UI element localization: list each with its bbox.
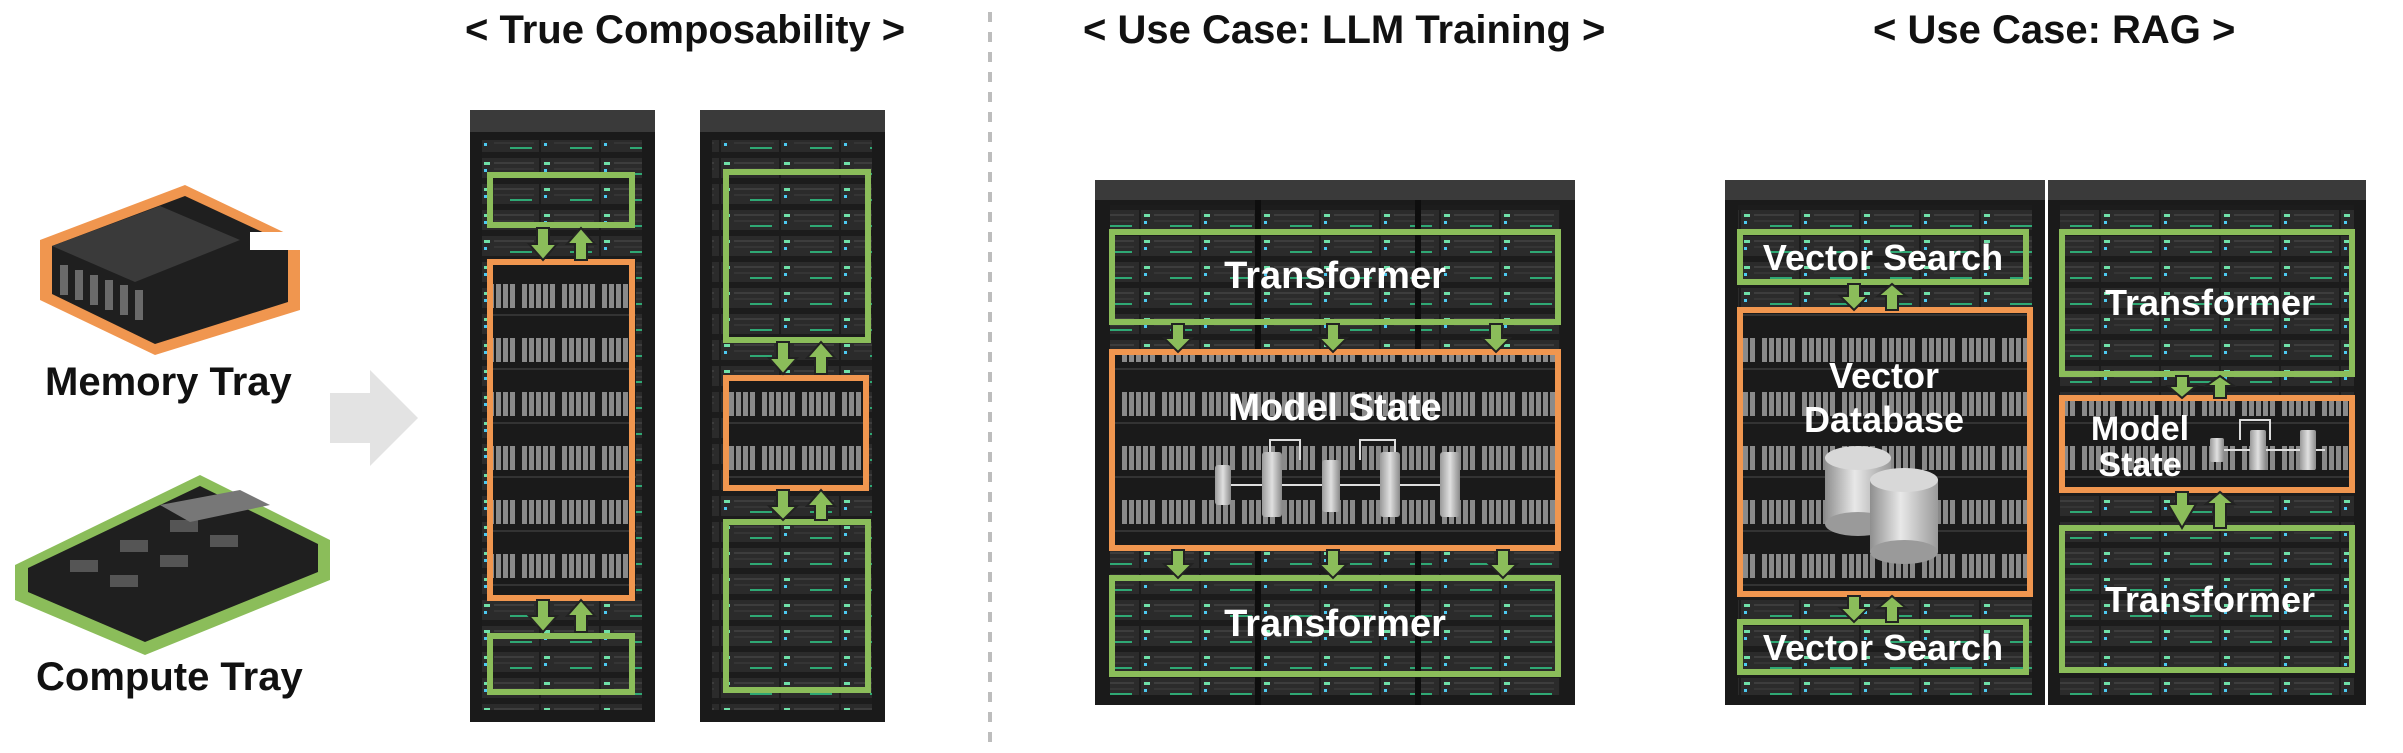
rag-transformer-bottom-box [2059,525,2355,673]
database-icon [1825,446,1938,564]
rag-bidir-arrows [1837,282,2238,624]
rag-model-state-label-line2: State [2098,446,2181,484]
memory-tray-icon [40,185,300,355]
rack2-compute-top [723,169,871,343]
llm-transformer-bottom-box [1109,575,1561,677]
rag-model-state-label-line1: Model [2091,410,2189,448]
rack1-compute-top [487,172,635,228]
rack2-memory [723,375,869,491]
llm-model-state-box [1109,349,1561,551]
header-true-composability: < True Composability > [465,8,906,52]
compute-tray-icon [15,475,330,655]
llm-model-state-label: Model State [1228,387,1441,429]
right-arrow [330,370,418,466]
rack2-compute-bottom [723,519,871,693]
rag-transformer-bottom-label: Transformer [2105,579,2315,620]
rag-model-state-network-icon [2210,419,2325,470]
llm-rack-group [1095,180,1575,705]
llm-transformer-bottom-label: Transformer [1224,603,1446,645]
rag-transformer-top-box [2059,229,2355,377]
rag-vector-db-label-line2: Database [1804,399,1964,440]
rag-vector-search-bottom-label: Vector Search [1763,627,2003,668]
bidir-arrows-composability [526,226,838,634]
rack1-memory [487,259,635,601]
rag-model-state-box [2059,395,2355,493]
rag-vector-db-label-line1: Vector [1829,355,1939,396]
memory-tray-label: Memory Tray [45,360,292,404]
llm-down-arrows [1161,323,1520,580]
rag-vector-search-top-box [1737,229,2029,285]
model-state-network-icon [1215,439,1460,517]
llm-transformer-top-box [1109,229,1561,325]
header-rag: < Use Case: RAG > [1873,8,2236,52]
composable-rack-1 [470,110,655,722]
rag-vector-search-top-label: Vector Search [1763,237,2003,278]
rag-vector-search-bottom-box [1737,619,2029,675]
composable-rack-2 [700,110,885,722]
rack1-compute-bottom [487,633,635,695]
llm-transformer-top-label: Transformer [1224,255,1446,297]
header-llm-training: < Use Case: LLM Training > [1083,8,1606,52]
rag-transformer-top-label: Transformer [2105,282,2315,323]
compute-tray-label: Compute Tray [36,655,303,699]
